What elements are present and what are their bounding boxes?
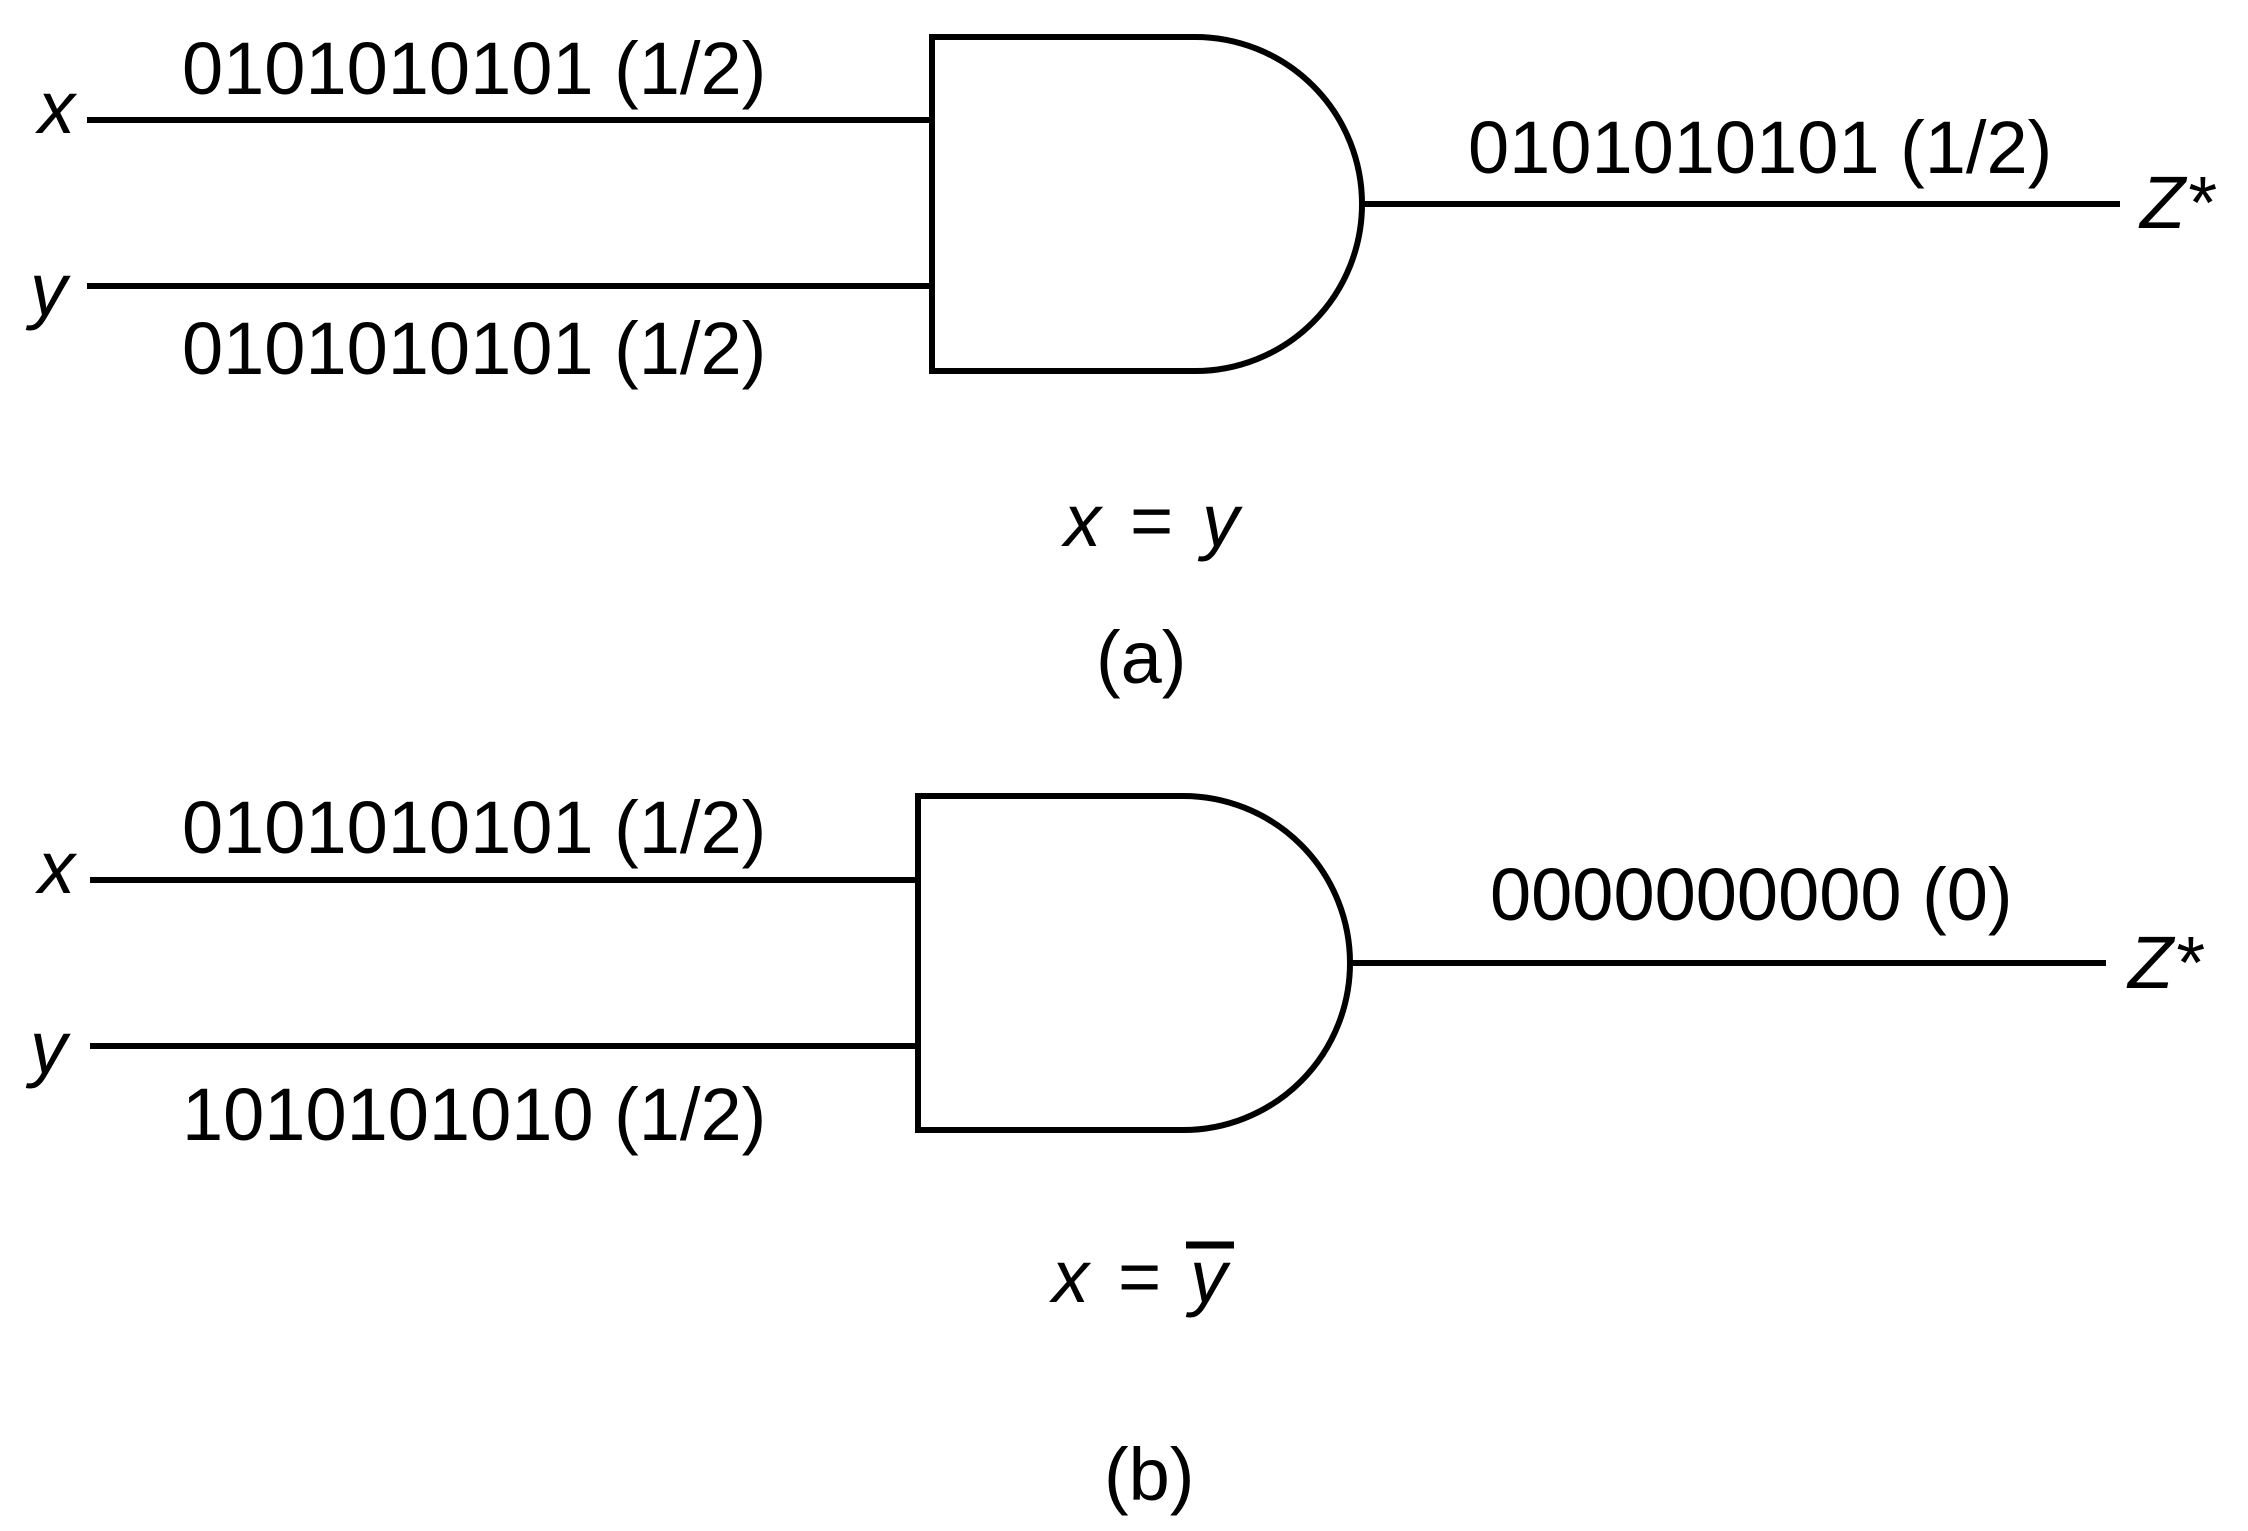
panel-a-output-bits: 0101010101 (1/2) [1468, 106, 2052, 189]
panel-b: x y 0101010101 (1/2) 1010101010 (1/2) 00… [25, 786, 2204, 1516]
panel-a-caption: (a) [1096, 616, 1186, 699]
panel-a-input-y-bits: 0101010101 (1/2) [182, 307, 766, 390]
panel-b-input-y-name: y [25, 1006, 71, 1089]
panel-b-output-bits: 0000000000 (0) [1490, 853, 2013, 936]
panel-b-input-x-bits: 0101010101 (1/2) [182, 786, 766, 869]
panel-b-output-name: Z* [2126, 921, 2204, 1004]
panel-b-relation-rhs: y [1185, 1235, 1231, 1318]
panel-b-and-gate [915, 793, 1353, 1133]
panel-a-relation-lhs: x [1061, 479, 1104, 562]
panel-a-relation-eq: = [1130, 479, 1173, 562]
panel-b-input-x-name: x [35, 826, 78, 909]
panel-a-relation-rhs: y [1197, 479, 1243, 562]
panel-a-output-name: Z* [2138, 161, 2216, 244]
panel-b-input-y-bits: 1010101010 (1/2) [182, 1073, 766, 1156]
panel-b-caption: (b) [1104, 1433, 1194, 1516]
panel-b-relation-lhs: x [1049, 1235, 1092, 1318]
panel-b-relation-eq: = [1118, 1235, 1161, 1318]
panel-a-input-y-name: y [25, 248, 71, 331]
panel-a-and-gate [929, 34, 1365, 374]
panel-a-input-x-bits: 0101010101 (1/2) [182, 27, 766, 110]
panel-a: x y 0101010101 (1/2) 0101010101 (1/2) 01… [25, 27, 2216, 699]
panel-a-input-x-name: x [35, 66, 78, 149]
